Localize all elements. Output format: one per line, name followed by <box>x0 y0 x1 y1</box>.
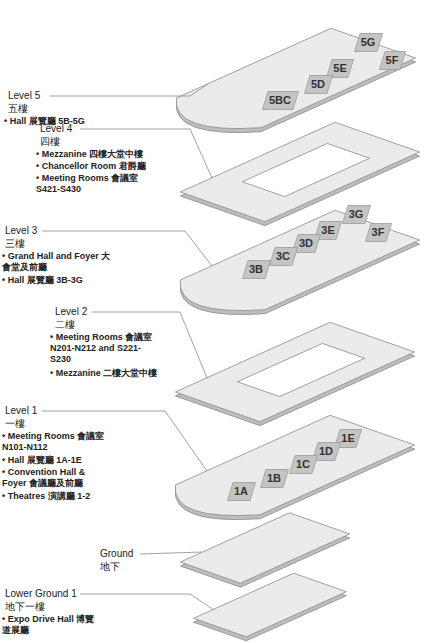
floor-label: Level 2 <box>55 306 115 318</box>
floor-top <box>176 28 415 128</box>
hall-name: 5F <box>386 54 399 67</box>
hall-name: 3F <box>372 226 385 239</box>
hall-name: 3D <box>299 237 313 250</box>
hall-name: 1B <box>267 472 281 485</box>
floor-top <box>180 513 349 583</box>
hall-block: 5G <box>354 33 383 52</box>
floor-slab <box>180 122 419 225</box>
hall-block: 3C <box>269 247 298 266</box>
hall-name: 5G <box>361 36 376 49</box>
leader-line <box>140 552 202 554</box>
hall-block: 1A <box>227 482 256 501</box>
hall-block: 1C <box>289 455 318 474</box>
floor-label: • Mezzanine 四樓大堂中樓 <box>36 149 166 160</box>
floor-label: Lower Ground 1 <box>5 588 95 600</box>
floor-label: Level 3 <box>5 225 65 237</box>
hall-name: 5BC <box>269 94 291 107</box>
floor-label: 地下一樓 <box>5 601 65 613</box>
floor-label: Level 1 <box>5 405 65 417</box>
floor-top <box>180 210 419 310</box>
floor-label: • Grand Hall and Foyer 大會堂及前廳 <box>2 251 112 273</box>
hall-name: 3G <box>349 208 364 221</box>
floor-slab <box>194 573 347 641</box>
floor-label: 四樓 <box>40 136 100 148</box>
floor-top <box>175 322 414 421</box>
floor-label: • Mezzanine 二樓大堂中樓 <box>50 368 180 379</box>
floor-label: • Expo Drive Hall 博覽道展廳 <box>2 614 102 636</box>
hall-block: 5F <box>379 51 406 70</box>
floor-label: 地下 <box>100 561 160 573</box>
floor-label: 二樓 <box>55 319 115 331</box>
hall-name: 1D <box>319 445 333 458</box>
hall-name: 1C <box>296 458 310 471</box>
floor-label: • Theatres 演講廳 1-2 <box>2 491 132 502</box>
floor-label: • Chancellor Room 君爵廳 <box>36 161 166 172</box>
floor-label: 五樓 <box>8 103 68 115</box>
floor-label: Level 5 <box>8 90 68 102</box>
hall-name: 1A <box>234 485 248 498</box>
hall-name: 1E <box>341 432 354 445</box>
hall-block: 3F <box>365 223 392 242</box>
leader-line <box>80 594 214 610</box>
floor-label: Ground <box>100 548 160 560</box>
floor-label: • Convention Hall & Foyer 會議廳及前廳 <box>2 467 112 489</box>
floor-label: • Hall 展覽廳 3B-3G <box>2 275 132 286</box>
floor-slab <box>176 28 415 132</box>
floor-label: • Hall 展覽廳 1A-1E <box>2 455 132 466</box>
hall-block: 3G <box>342 205 371 224</box>
floor-top <box>194 573 347 637</box>
hall-name: 5D <box>311 78 325 91</box>
floor-slab <box>175 415 414 519</box>
floor-slab <box>180 210 419 314</box>
floor-top <box>180 122 419 221</box>
floor-label: • Hall 展覽廳 5B-5G <box>4 116 154 127</box>
hall-name: 5E <box>333 62 346 75</box>
floor-label: • Meeting Rooms 會議室 N201-N212 and S221-S… <box>50 332 155 365</box>
floor-top <box>175 415 414 515</box>
hall-name: 3B <box>249 263 263 276</box>
hall-block: 5D <box>304 75 333 94</box>
floor-slab <box>175 322 414 425</box>
hall-name: 3E <box>321 224 334 237</box>
atrium-void <box>242 143 369 196</box>
hall-block: 3B <box>242 260 271 279</box>
floor-slab <box>180 513 349 587</box>
floor-label: • Meeting Rooms 會議室 S421-S430 <box>36 173 146 195</box>
leader-line <box>50 84 208 96</box>
floor-label: • Meeting Rooms 會議室 N101-N112 <box>2 431 112 453</box>
floor-label: Level 4 <box>40 123 100 135</box>
floor-label: 三樓 <box>5 238 65 250</box>
hall-name: 3C <box>276 250 290 263</box>
atrium-void <box>237 343 364 396</box>
hall-block: 5BC <box>262 91 299 110</box>
hall-block: 1B <box>260 469 289 488</box>
floor-label: 一樓 <box>5 418 65 430</box>
